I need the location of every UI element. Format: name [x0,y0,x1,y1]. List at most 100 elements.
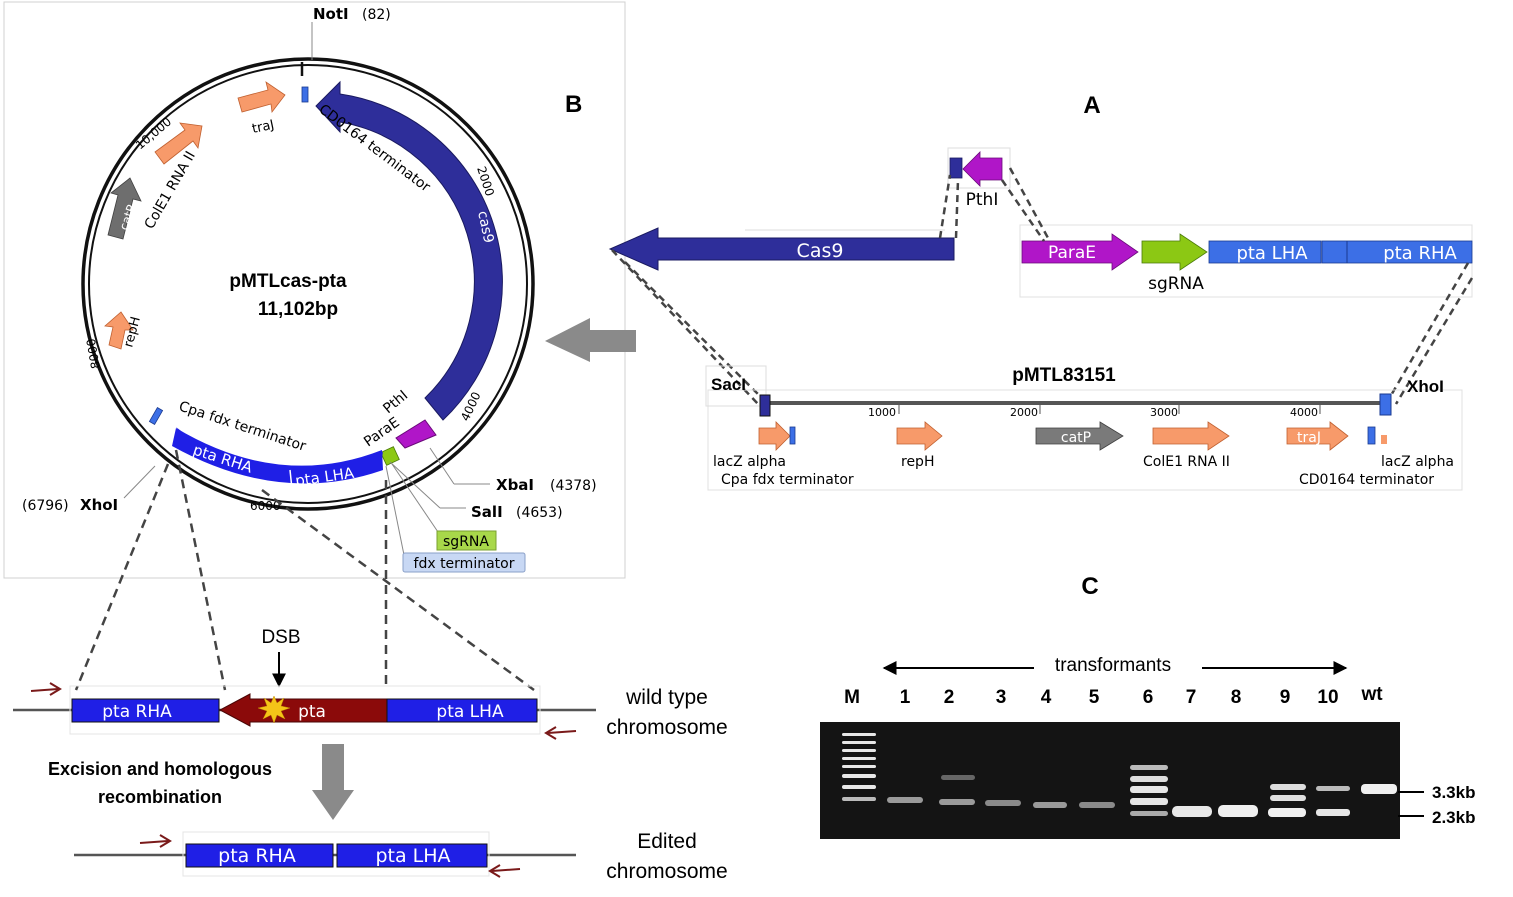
reph-backbone-label: repH [901,454,934,470]
band-lane-10-b [1316,809,1350,816]
label-pta-rha: pta RHA [191,441,256,477]
lane-label-9: 9 [1280,687,1291,708]
band-lane-7 [1172,806,1212,817]
site-xbai-pos: (4378) [550,478,597,494]
label-traj: traJ [251,118,276,137]
sgrna-tag-box [436,530,497,551]
site-sali-pos: (4653) [516,505,563,521]
fdx-leader [385,465,405,556]
label-cas9: cas9 [474,210,496,245]
edited-frame [182,831,490,877]
cd0164-backbone-label: CD0164 terminator [1299,472,1434,488]
lacz-left-arrow [758,421,791,451]
gel-panel: C transformants M 1 2 3 4 5 6 7 8 9 10 w… [820,573,1475,839]
band-lane-6-a [1130,765,1168,770]
band-lane-3 [985,800,1021,806]
scale-3000: 3000 [1150,406,1178,419]
catp-backbone-label: catP [1061,430,1091,446]
panel-transfer-arrow [545,318,636,362]
backbone-left-block [759,394,771,417]
plasmid-frame [3,1,626,579]
edited-caption-1: Edited [637,830,697,853]
tick-6000: 6000 [250,499,281,513]
cole1-backbone-arrow [1152,421,1230,451]
parae-insert-label: ParaE [1048,243,1096,263]
wt-pta-lha [386,698,538,723]
sali-leader [389,461,441,509]
xhoi-label: XhoI [1407,377,1444,396]
dsb-star-icon [257,695,291,724]
size-label-high: 3.3kb [1432,783,1475,802]
lane-label-3: 3 [996,687,1007,708]
lane-label-m: M [844,687,860,708]
lacz-left-label: lacZ alpha [713,454,786,470]
band-lane-5 [1079,802,1115,808]
wt-reverse-primer-arrow [547,730,577,734]
cd0164-block [301,86,309,103]
catp-arrow [107,177,142,240]
gel-image [820,722,1400,839]
backbone-right-block [1379,393,1392,416]
band-lane-10-a [1316,786,1350,791]
site-sali-name: SalI [471,503,503,521]
traj-backbone-arrow [1286,421,1349,451]
reph-backbone-arrow [896,421,943,451]
process-caption-1: Excision and homologous [48,759,272,779]
edited-pta-rha-label: pta RHA [218,845,296,867]
tick-8000: 8000 [84,337,103,370]
transformants-label: transformants [1055,655,1171,676]
cpa-backbone-label: Cpa fdx terminator [721,472,854,488]
scale-1000: 1000 [868,406,896,419]
cloning-schematic: A PthI Cas9 ParaE sgRNA pta LHA pta RHA [608,92,1474,491]
sgrna-insert-label: sgRNA [1148,274,1204,294]
label-cole1: ColE1 RNA II [142,149,199,232]
lane-label-wt: wt [1360,684,1383,705]
edited-forward-primer-head [159,834,172,848]
wt-caption-1: wild type [625,686,708,709]
cole1-backbone-label: ColE1 RNA II [1143,454,1230,470]
panel-label-c: C [1081,573,1098,600]
edited-forward-primer-arrow [139,840,169,844]
pta-lha-insert-label: pta LHA [1236,243,1308,264]
band-lane-6-c [1130,786,1168,793]
wt-caption-2: chromosome [606,716,727,739]
lane-label-2: 2 [944,687,955,708]
sgrna-tag: sgRNA [443,534,489,550]
band-lane-4 [1033,802,1067,808]
traj-backbone-label: traJ [1297,430,1321,446]
wt-frame [69,685,541,735]
lacz-right-block [1381,435,1387,444]
cpa-backbone-block [789,426,796,445]
plasmid-size: 11,102bp [258,299,338,320]
recomb-dashes [74,449,535,692]
band-lane-9-b [1270,795,1306,801]
plasmid-map: B 2000 4000 6000 8000 10,000 pMTLcas-pta… [3,1,626,579]
ladder-bands [842,733,876,801]
lane-labels: M 1 2 3 4 5 6 7 8 9 10 wt [844,684,1383,708]
label-pthl: PthI [380,387,411,417]
lane-label-10: 10 [1317,687,1338,708]
backbone-labels: lacZ alpha Cpa fdx terminator repH ColE1… [713,454,1454,488]
size-label-low: 2.3kb [1432,808,1475,827]
site-xhoi-name: XhoI [80,496,118,514]
backbone-frame [707,389,1463,491]
pta-arm-band [172,428,383,484]
band-lane-9-c [1268,808,1306,817]
site-xbai-name: XbaI [496,476,534,494]
fdx-tag: fdx terminator [414,556,515,572]
process-arrow [312,744,354,820]
edited-pta-rha [185,843,334,868]
cas9-insert-arrow [608,227,955,271]
plasmid-inner-ring [88,64,528,504]
pta-rha-insert-label: pta RHA [1383,243,1457,264]
band-lane-2-high [941,775,975,780]
lane-label-5: 5 [1089,687,1100,708]
cas9-insert-label: Cas9 [797,240,844,262]
pta-rha-insert [1321,240,1473,264]
lacz-right-label: lacZ alpha [1381,454,1454,470]
site-xhoi-pos: (6796) [22,498,69,514]
wt-pta-label: pta [298,702,326,722]
wt-pta-lha-label: pta LHA [436,702,504,722]
cas9-arc-arrow [315,80,503,421]
site-noti-name: NotI [313,5,349,23]
